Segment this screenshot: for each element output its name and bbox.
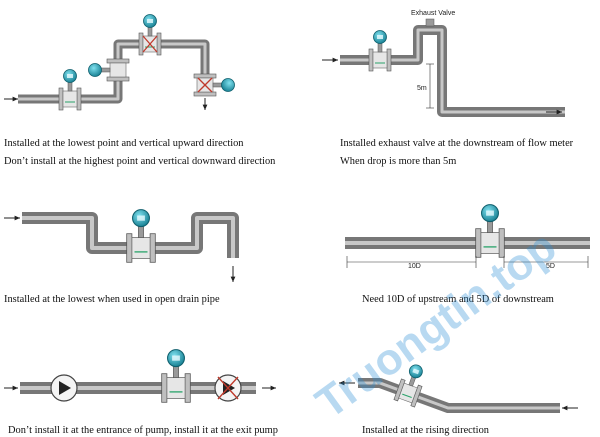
flow-meter-icon [161,348,191,403]
caption: Installed exhaust valve at the downstrea… [340,138,574,149]
caption: Don’t install it at the entrance of pump… [8,425,278,436]
panel-open-drain: Installed at the lowest when used in ope… [4,208,239,305]
caption: Installed at the rising direction [362,425,490,436]
exhaust-valve-label: Exhaust Valve [411,10,455,17]
downstream-label: 5D [546,263,555,270]
panel-pump: Don’t install it at the entrance of pump… [4,348,278,436]
drop-label: 5m [417,85,427,92]
flow-meter-icon [126,208,156,263]
flow-meter-crossed-icon [193,73,235,97]
flow-meter-crossed-icon [138,14,162,56]
panel-exhaust-valve: Exhaust Valve 5m Installed exhaust valve… [322,10,574,167]
panel-lowest-point: Installed at the lowest point and vertic… [4,14,276,167]
flow-meter-icon [88,58,130,82]
pipe [340,25,565,117]
pump-crossed-icon [214,374,242,402]
panel-straight-pipe: 10D 5D Need 10D of upstream and 5D of do… [345,203,590,305]
caption: Don’t install at the highest point and v… [4,156,276,167]
caption: Installed at the lowest when used in ope… [4,294,220,305]
pump-icon [50,374,78,402]
upstream-label: 10D [408,263,421,270]
exhaust-valve-icon [425,18,435,27]
watermark: Truongtin.top [307,222,565,428]
caption: Installed at the lowest point and vertic… [4,138,244,149]
flow-meter-icon [368,30,392,72]
caption: When drop is more than 5m [340,156,456,167]
flow-meter-icon [58,69,82,111]
caption: Need 10D of upstream and 5D of downstrea… [362,294,554,305]
panel-rising-direction: Installed at the rising direction [339,361,578,436]
